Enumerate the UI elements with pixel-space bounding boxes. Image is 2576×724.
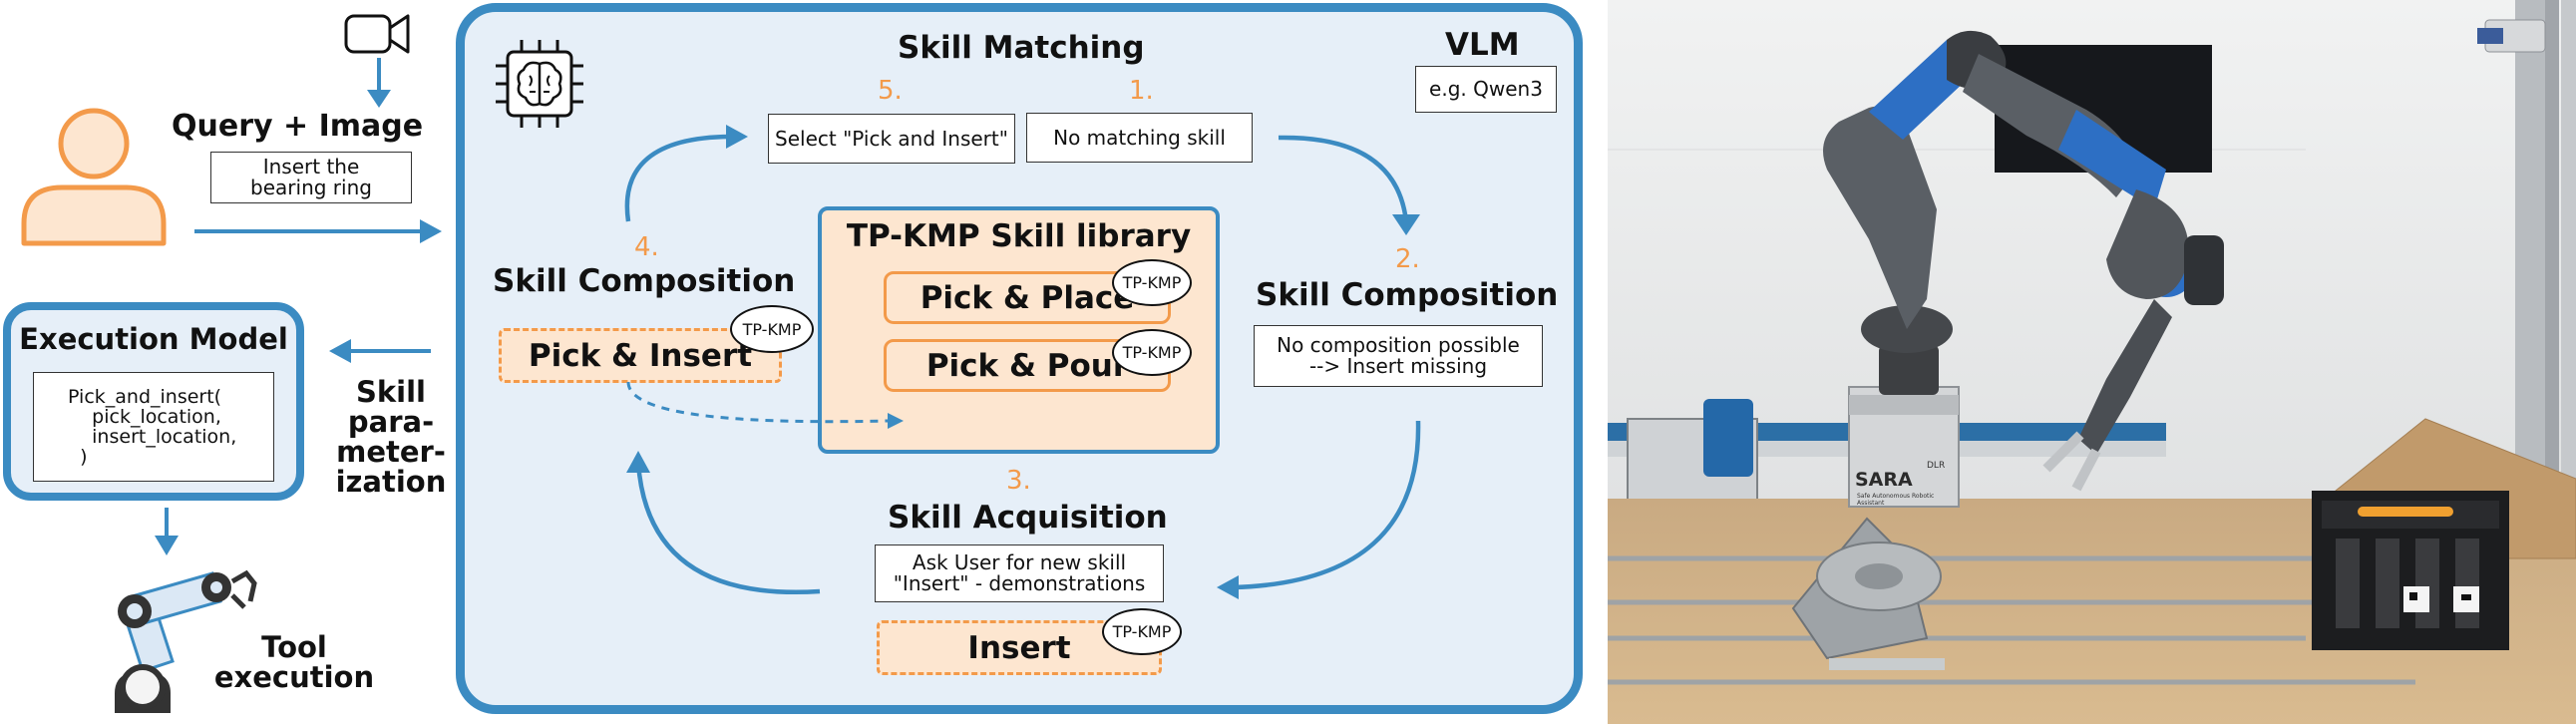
step3-number: 3. bbox=[1006, 466, 1031, 496]
tool-execution-label: Tool execution bbox=[213, 630, 375, 694]
step4-title: Skill Composition bbox=[493, 263, 796, 299]
query-arrow bbox=[194, 219, 442, 243]
step1-no-match-box: No matching skill bbox=[1026, 113, 1253, 163]
robot-arm-icon bbox=[115, 569, 257, 713]
skill-library-title: TP-KMP Skill library bbox=[846, 218, 1192, 254]
step1-number: 1. bbox=[1129, 76, 1154, 106]
robot-label: SARA bbox=[1855, 469, 1913, 491]
query-title: Query + Image bbox=[172, 109, 424, 144]
robot-lab-scene bbox=[1608, 0, 2576, 724]
parameterization-label: Skill para- meter- ization bbox=[335, 375, 447, 499]
vlm-example-box: e.g. Qwen3 bbox=[1415, 66, 1557, 113]
step2-number: 2. bbox=[1395, 244, 1420, 274]
step5-select-box: Select "Pick and Insert" bbox=[768, 114, 1015, 164]
camera-icon bbox=[344, 14, 410, 54]
pick-insert-tag: TP-KMP bbox=[730, 305, 814, 353]
execution-code-box: Pick_and_insert( pick_location, insert_l… bbox=[33, 372, 274, 482]
vlm-title: VLM bbox=[1445, 27, 1520, 63]
step4-number: 4. bbox=[634, 232, 659, 262]
robot-photo: SARA Safe Autonomous Robotic Assistant D… bbox=[1608, 0, 2576, 724]
robot-sublabel: Safe Autonomous Robotic Assistant bbox=[1857, 493, 1935, 507]
flow-arrows bbox=[624, 125, 1421, 599]
execution-model-title: Execution Model bbox=[19, 322, 288, 356]
skill-matching-title: Skill Matching bbox=[898, 30, 1145, 66]
camera-arrow bbox=[367, 58, 391, 108]
brain-chip-icon bbox=[496, 40, 583, 128]
pick-insert-skill: Pick & Insert bbox=[499, 328, 782, 383]
step2-title: Skill Composition bbox=[1256, 277, 1559, 313]
step3-title: Skill Acquisition bbox=[888, 500, 1168, 536]
dlr-logo: DLR bbox=[1927, 461, 1946, 471]
execution-model-panel: Execution Model Pick_and_insert( pick_lo… bbox=[3, 302, 304, 501]
execution-code: Pick_and_insert( pick_location, insert_l… bbox=[68, 386, 237, 468]
step5-number: 5. bbox=[878, 76, 903, 106]
query-text-box: Insert the bearing ring bbox=[210, 152, 412, 203]
step3-acquisition-box: Ask User for new skill "Insert" - demons… bbox=[875, 544, 1164, 602]
insert-tag: TP-KMP bbox=[1102, 608, 1182, 655]
step2-composition-box: No composition possible --> Insert missi… bbox=[1254, 325, 1543, 387]
parameterization-arrow bbox=[329, 339, 431, 363]
pick-place-tag: TP-KMP bbox=[1112, 259, 1192, 306]
user-icon bbox=[21, 108, 167, 246]
pick-pour-tag: TP-KMP bbox=[1112, 329, 1192, 376]
execution-arrow bbox=[155, 508, 179, 555]
